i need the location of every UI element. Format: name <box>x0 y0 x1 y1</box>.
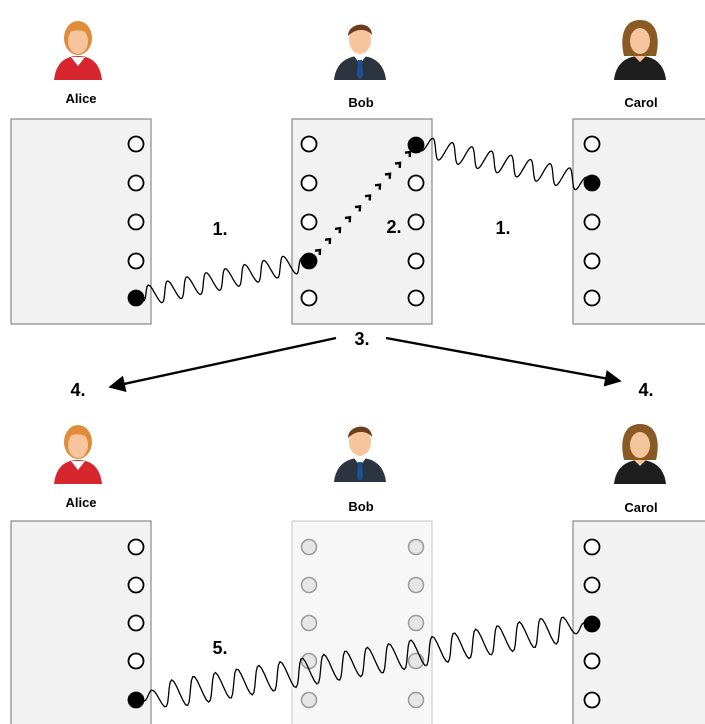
qubit-released <box>300 576 318 594</box>
qubit-released <box>300 691 318 709</box>
alice-label: Alice <box>65 495 96 510</box>
swap-chevron <box>314 248 322 256</box>
qubit-released <box>407 691 425 709</box>
qubit-released <box>300 614 318 632</box>
qubit-released <box>407 652 425 670</box>
step-4-carol-label: 4. <box>638 380 653 400</box>
step-3-label: 3. <box>354 329 369 349</box>
qubit-free <box>407 174 425 192</box>
swap-chevron <box>404 150 412 158</box>
qubit-free <box>127 135 145 153</box>
arrow-to-alice <box>108 336 337 393</box>
step-2-label: 2. <box>386 217 401 237</box>
alice-label: Alice <box>65 91 96 106</box>
qubit-free <box>407 252 425 270</box>
step-5-label: 5. <box>212 638 227 658</box>
swap-chevron <box>344 215 352 223</box>
qubit-free <box>583 576 601 594</box>
qubit-free <box>127 576 145 594</box>
qubit-free <box>127 652 145 670</box>
arrow-to-carol <box>385 336 622 387</box>
swap-chevron <box>374 183 382 190</box>
swap-chevron <box>394 161 402 168</box>
bob-label: Bob <box>348 499 373 514</box>
qubit-free <box>583 252 601 270</box>
qubit-free <box>300 174 318 192</box>
carol-label: Carol <box>624 95 657 110</box>
swap-chevron <box>334 226 342 234</box>
qubit-free <box>583 652 601 670</box>
qubit-free <box>127 174 145 192</box>
qubit-free <box>300 213 318 231</box>
qubit-free <box>300 135 318 153</box>
qubit-free <box>127 213 145 231</box>
bob-qubit-left-column <box>300 135 318 307</box>
qubit-released <box>407 538 425 556</box>
carol-qubit-column <box>583 538 601 709</box>
qubit-released <box>407 576 425 594</box>
alice-qubit-column <box>127 135 145 307</box>
entanglement-link-bob-carol <box>415 137 593 191</box>
alice-avatar-icon <box>54 21 102 80</box>
alice-avatar-icon <box>54 425 102 484</box>
bob-avatar-icon <box>334 24 386 80</box>
qubit-free <box>300 289 318 307</box>
carol-avatar-icon <box>614 424 666 484</box>
entanglement-link-alice-carol <box>135 616 593 708</box>
qubit-released <box>407 614 425 632</box>
swap-chevron <box>384 172 392 179</box>
carol-label: Carol <box>624 500 657 515</box>
qubit-free <box>407 289 425 307</box>
entanglement-link-alice-bob <box>136 255 309 304</box>
step-4-alice-label: 4. <box>70 380 85 400</box>
swap-chevron-arrows <box>314 150 412 256</box>
qubit-free <box>583 135 601 153</box>
qubit-free <box>127 538 145 556</box>
qubit-free <box>407 213 425 231</box>
bob-label: Bob <box>348 95 373 110</box>
swap-chevron <box>364 194 372 201</box>
carol-avatar-icon <box>614 20 666 80</box>
qubit-free <box>127 614 145 632</box>
qubit-released <box>300 538 318 556</box>
alice-qubit-column <box>127 538 145 709</box>
qubit-free <box>583 538 601 556</box>
qubit-free <box>583 289 601 307</box>
qubit-free <box>127 252 145 270</box>
swap-chevron <box>354 205 362 212</box>
qubit-released <box>300 652 318 670</box>
qubit-free <box>583 691 601 709</box>
qubit-free <box>583 213 601 231</box>
step-1-right-label: 1. <box>495 218 510 238</box>
step-1-left-label: 1. <box>212 219 227 239</box>
bob-avatar-icon <box>334 426 386 482</box>
swap-chevron <box>324 237 332 245</box>
